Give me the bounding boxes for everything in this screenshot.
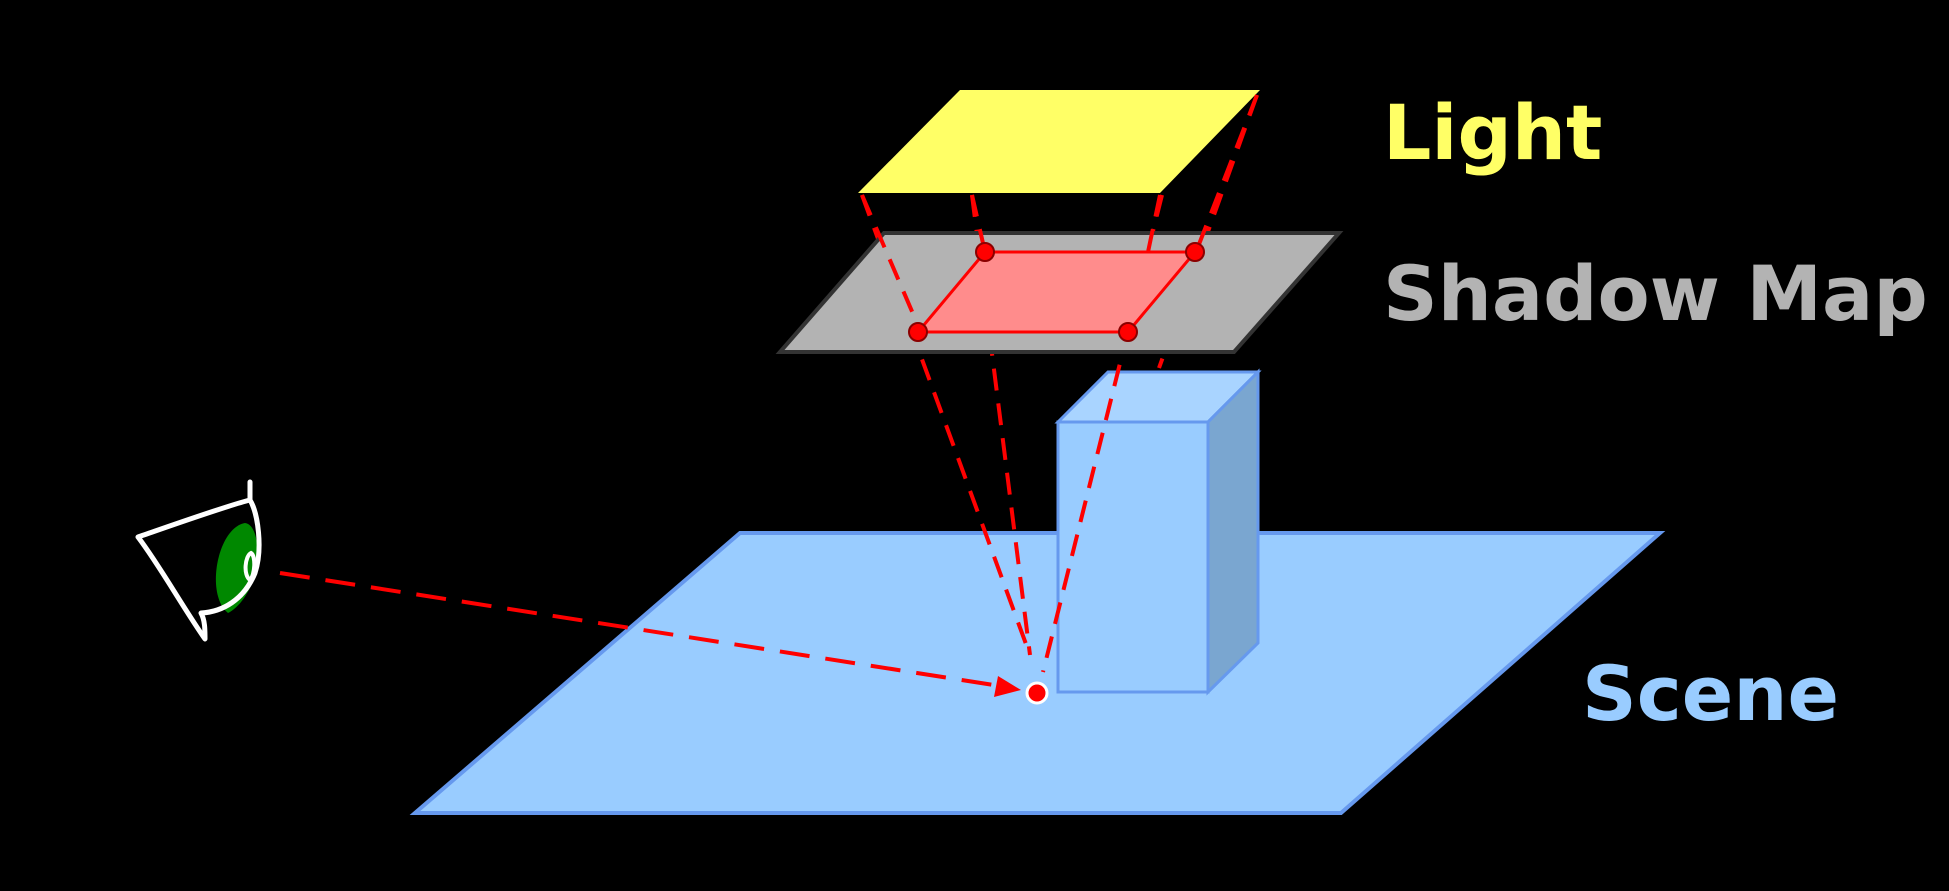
occluder-box [1054, 368, 1262, 696]
shadow-map-label: Shadow Map [1383, 249, 1928, 338]
ray-upper-far-right [1194, 94, 1259, 253]
sample-point-bottom-right [1118, 322, 1138, 342]
view-ray [279, 571, 1021, 697]
ray-upper-left [860, 194, 922, 331]
box-side [1206, 368, 1260, 696]
scene-point [1025, 681, 1049, 705]
sample-point-top-right [1185, 242, 1205, 262]
light-label: Light [1383, 88, 1603, 177]
view-ray-line [279, 571, 1001, 688]
light-plane [858, 90, 1260, 193]
box-front [1056, 420, 1210, 694]
scene-floor [409, 531, 1666, 815]
view-ray-arrowhead [994, 676, 1021, 697]
eye-icon [135, 479, 262, 642]
sample-point-top-left [975, 242, 995, 262]
ray-upper-right [1146, 194, 1162, 253]
scene-label: Scene [1582, 649, 1839, 738]
shadow-map-samples [908, 242, 1205, 342]
sample-point-bottom-left [908, 322, 928, 342]
eye-pupil [243, 550, 257, 583]
